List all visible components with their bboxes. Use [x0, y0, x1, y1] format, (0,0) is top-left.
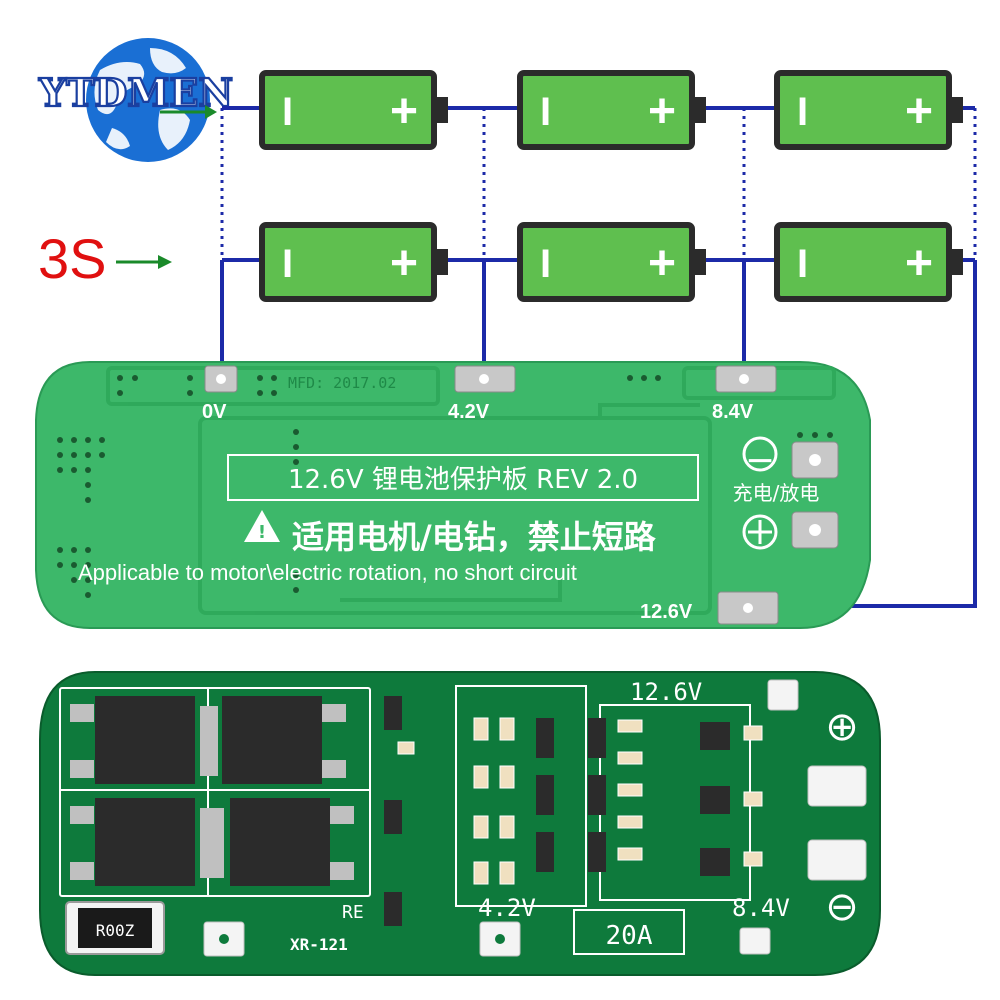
- battery-cell: I +: [517, 222, 706, 302]
- mfd-date: MFD: 2017.02: [288, 374, 396, 392]
- brand-logo: YTDMEN: [37, 38, 234, 162]
- bottom-voltage-12v6: 12.6V: [630, 678, 702, 706]
- bottom-minus-icon: ⊖: [825, 884, 859, 930]
- battery-cell: I +: [259, 222, 448, 302]
- minus-mark: I: [797, 90, 808, 134]
- svg-text:!: !: [258, 522, 266, 543]
- model-number: XR-121: [290, 935, 348, 954]
- brand-name: YTDMEN: [38, 70, 233, 115]
- plus-mark: +: [648, 85, 676, 138]
- parallel-links: [220, 108, 977, 260]
- plus-mark: +: [905, 237, 933, 290]
- tap-label-8v4: 8.4V: [712, 401, 754, 423]
- minus-mark: I: [797, 242, 808, 286]
- mosfet-group: [70, 696, 354, 886]
- output-voltage-label: 12.6V: [640, 601, 693, 623]
- title-frame: [227, 454, 699, 501]
- battery-cell: I +: [517, 70, 706, 150]
- warning-en: Applicable to motor\electric rotation, n…: [78, 560, 577, 585]
- plus-mark: +: [648, 237, 676, 290]
- battery-cell: I +: [259, 70, 448, 150]
- top-pcb: MFD: 2017.02 0V 4.2V 8.4V 12.6V 锂电池保护板 R…: [35, 361, 871, 629]
- shunt-resistor-code: R00Z: [96, 921, 135, 940]
- tap-label-0v: 0V: [202, 401, 227, 423]
- plus-mark: +: [390, 237, 418, 290]
- warning-cn: 适用电机/电钻，禁止短路: [292, 518, 657, 556]
- plus-symbol-icon: [742, 514, 778, 550]
- ref-marking: RE: [342, 902, 364, 923]
- minus-mark: I: [540, 90, 551, 134]
- battery-cell: I +: [774, 222, 963, 302]
- charge-discharge-label: 充电/放电: [733, 481, 820, 505]
- minus-mark: I: [282, 90, 293, 134]
- warning-icon: [244, 510, 280, 542]
- bottom-plus-icon: ⊕: [825, 704, 859, 750]
- tap-label-4v2: 4.2V: [448, 401, 490, 423]
- plus-mark: +: [905, 85, 933, 138]
- arrow-right-icon: [158, 255, 172, 269]
- board-title: 12.6V 锂电池保护板 REV 2.0: [288, 465, 638, 495]
- plus-mark: +: [390, 85, 418, 138]
- minus-mark: I: [282, 242, 293, 286]
- series-label-group: 3S: [38, 227, 172, 290]
- current-rating: 20A: [606, 921, 653, 951]
- battery-pack: I + I + I + I + I +: [259, 70, 963, 302]
- bottom-voltage-4v2: 4.2V: [478, 894, 536, 922]
- smd-components: [384, 696, 730, 926]
- minus-mark: I: [540, 242, 551, 286]
- minus-symbol-icon: −: [745, 440, 775, 481]
- bottom-voltage-8v4: 8.4V: [732, 894, 790, 922]
- battery-cell: I +: [774, 70, 963, 150]
- series-label: 3S: [38, 227, 107, 290]
- bottom-pcb: R00Z 12.6V 4.2V 8.4V 20A XR-121 RE ⊕ ⊖: [39, 671, 881, 976]
